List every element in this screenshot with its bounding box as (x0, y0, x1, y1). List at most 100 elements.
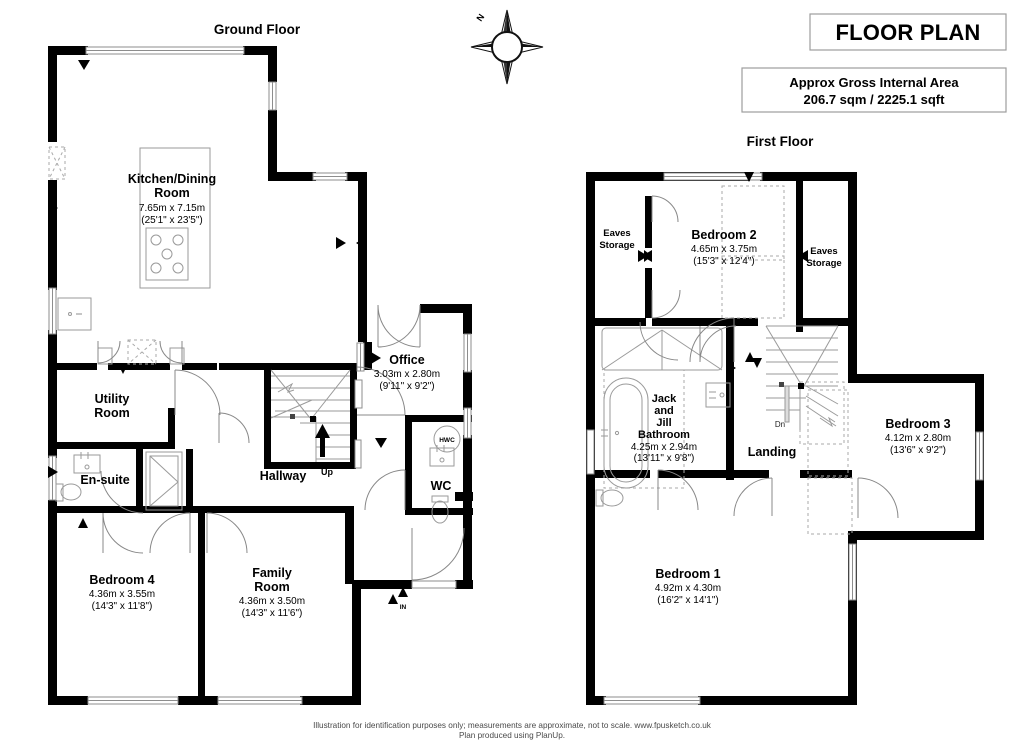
ground-floor-view-arrows (48, 60, 398, 604)
label-office: Office 3.03m x 2.80m (9'11" x 9'2") (374, 353, 440, 392)
entrance-label: IN (400, 604, 407, 611)
family-name-2: Room (254, 580, 289, 594)
label-bedroom-2: Bedroom 2 4.65m x 3.75m (15'3" x 12'4") (691, 228, 757, 267)
window-bathroom-left (586, 429, 595, 475)
window-bedroom1-right (848, 543, 857, 601)
landing-dashed-right (807, 389, 849, 477)
page-title: FLOOR PLAN (836, 20, 981, 45)
bathroom-dim-ft: (13'11" x 9'8") (634, 453, 695, 464)
label-eaves-storage-right: Eaves Storage (806, 246, 841, 269)
label-hallway: Hallway (260, 469, 307, 483)
wc-toilet-icon (431, 495, 449, 524)
footer-line-1: Illustration for identification purposes… (313, 721, 712, 730)
eaves-right-line2: Storage (806, 258, 841, 269)
title-block: FLOOR PLAN Approx Gross Internal Area 20… (741, 13, 1007, 113)
office-dim-ft: (9'11" x 9'2") (379, 381, 434, 392)
label-eaves-storage-left: Eaves Storage (599, 228, 634, 251)
first-floor-heading: First Floor (747, 134, 814, 149)
bedroom1-name: Bedroom 1 (655, 567, 720, 581)
eaves-left-line1: Eaves (603, 228, 630, 239)
window-kitchen-right-upper (268, 81, 277, 111)
area-box (741, 67, 1007, 113)
office-dim-m: 3.03m x 2.80m (374, 369, 440, 380)
bathroom-basin-icon (705, 382, 731, 408)
bedroom4-dim-ft: (14'3" x 11'8") (92, 601, 153, 612)
kitchen-dining-dim-ft: (25'1" x 23'5") (141, 215, 203, 226)
first-floor-windows (586, 172, 984, 705)
kitchen-dining-name-2: Room (154, 186, 189, 200)
label-jack-and-jill-bathroom: Jack and Jill Bathroom 4.25m x 2.94m (13… (631, 393, 697, 464)
ground-floor-plan: HWC (48, 46, 473, 705)
bedroom2-dashed-2 (721, 255, 785, 319)
kitchen-island (139, 147, 211, 289)
eaves-left-line2: Storage (599, 240, 634, 251)
first-floor-stairs: Dn (765, 325, 839, 430)
label-bedroom-1: Bedroom 1 4.92m x 4.30m (16'2" x 14'1") (655, 567, 721, 606)
window-kitchen-left (48, 287, 57, 335)
stairs-up-arrow: Up (315, 424, 333, 477)
bedroom1-dim-m: 4.92m x 4.30m (655, 583, 721, 594)
ground-floor-fixtures: HWC (48, 146, 461, 524)
ground-floor-stairs: Up (270, 369, 351, 477)
area-label: Approx Gross Internal Area (789, 75, 959, 90)
window-wc-right (463, 407, 472, 439)
first-floor-plan: Dn Eaves Storage Eaves Storage Bedroom 2… (586, 172, 984, 705)
cabinet-left (48, 146, 66, 180)
kitchen-dining-dim-m: 7.65m x 7.15m (139, 203, 205, 214)
window-office-left (356, 342, 365, 372)
label-wc: WC (431, 479, 452, 493)
kitchen-dining-name-1: Kitchen/Dining (128, 172, 216, 186)
label-bedroom-4: Bedroom 4 4.36m x 3.55m (14'3" x 11'8") (89, 573, 155, 612)
bathroom-dim-m: 4.25m x 2.94m (631, 442, 697, 453)
window-family-bottom (217, 696, 303, 705)
window-bedroom4-bottom (87, 696, 179, 705)
stairs-direction-label: Up (321, 467, 333, 477)
hwc-label: HWC (439, 437, 455, 444)
hob-icon (145, 227, 189, 281)
ground-floor-heading: Ground Floor (214, 22, 301, 37)
bathtub-icon (601, 377, 649, 489)
ensuite-basin-icon (73, 452, 101, 474)
compass-rose: N (470, 9, 544, 85)
bathroom-name-3: Jill (656, 417, 671, 429)
bedroom2-dim-ft: (15'3" x 12'4") (693, 256, 755, 267)
ensuite-toilet-icon (55, 483, 82, 502)
bedroom3-dim-m: 4.12m x 2.80m (885, 433, 951, 444)
cabinet-utility (127, 339, 157, 365)
first-floor-doors (639, 195, 899, 519)
bedroom2-bed-dashed (721, 185, 785, 261)
bedroom4-name: Bedroom 4 (89, 573, 154, 587)
utility-name-2: Room (94, 406, 129, 420)
bathroom-toilet-icon (595, 489, 624, 507)
window-kitchen-sidelight (48, 455, 57, 501)
front-entrance-door: IN (398, 527, 465, 611)
bedroom4-dim-m: 4.36m x 3.55m (89, 589, 155, 600)
ground-floor-walls (48, 46, 473, 705)
window-hall-left (354, 439, 362, 469)
window-kitchen-top (85, 46, 245, 55)
bedroom3-dim-ft: (13'6" x 9'2") (890, 445, 946, 456)
utility-name-1: Utility (95, 392, 130, 406)
family-name-1: Family (252, 566, 292, 580)
footer: Illustration for identification purposes… (313, 721, 712, 740)
ground-floor-windows (48, 46, 472, 705)
window-office-right (463, 333, 472, 373)
ground-floor-internal-walls (57, 342, 473, 705)
footer-line-2: Plan produced using PlanUp. (459, 731, 565, 740)
window-bedroom3-right (975, 431, 984, 481)
floor-plan-title-box (809, 13, 1007, 51)
wc-basin-icon (429, 445, 455, 467)
compass-north-label: N (474, 12, 486, 23)
hallway-name: Hallway (260, 469, 307, 483)
eaves-right-line1: Eaves (810, 246, 837, 257)
area-value: 206.7 sqm / 2225.1 sqft (804, 92, 946, 107)
first-floor-view-arrows (638, 172, 808, 374)
back-door (57, 297, 92, 331)
bathroom-name-4: Bathroom (638, 429, 690, 441)
bedroom1-dim-ft: (16'2" x 14'1") (657, 595, 719, 606)
bedroom3-name: Bedroom 3 (885, 417, 950, 431)
label-bedroom-3: Bedroom 3 4.12m x 2.80m (13'6" x 9'2") (885, 417, 951, 456)
ensuite-shower-icon (145, 451, 183, 511)
bedroom2-name: Bedroom 2 (691, 228, 756, 242)
first-floor-labels: Eaves Storage Eaves Storage Bedroom 2 4.… (599, 228, 951, 606)
